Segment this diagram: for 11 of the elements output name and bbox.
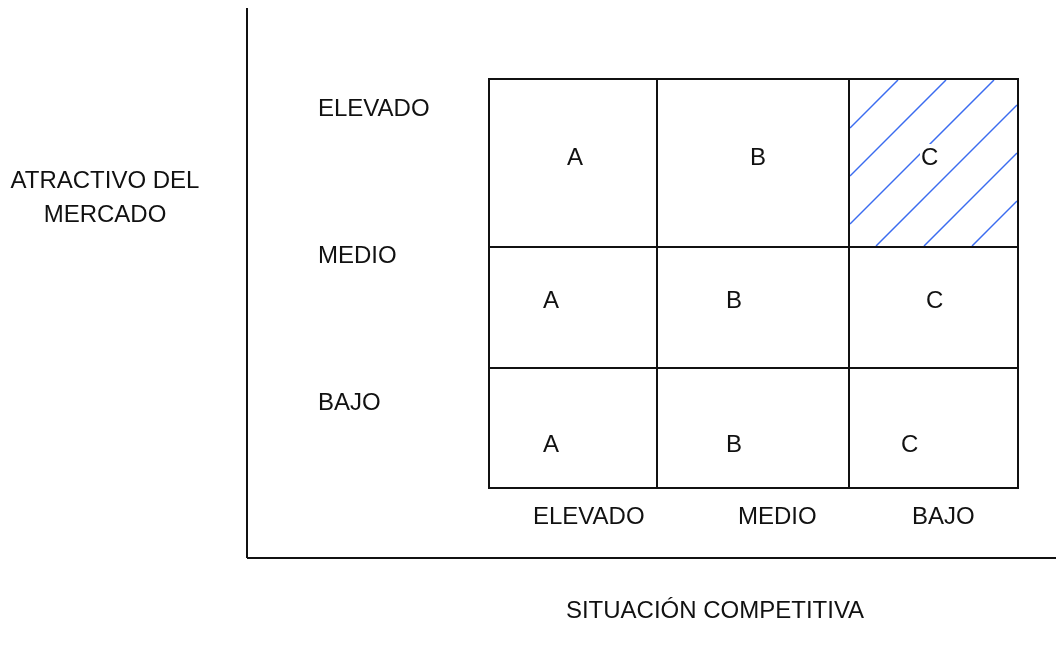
column-label: ELEVADO [533,502,645,530]
row-label: BAJO [318,388,381,416]
matrix-cell [488,78,658,248]
matrix-cell [488,367,658,489]
row-label: MEDIO [318,241,397,269]
row-label: ELEVADO [318,94,430,122]
axis-title: SITUACIÓN COMPETITIVA [565,595,865,625]
column-label: BAJO [912,502,975,530]
axis-title: ATRACTIVO DEL MERCADO [9,165,201,229]
matrix-cell [848,367,1019,489]
column-label: MEDIO [738,502,817,530]
